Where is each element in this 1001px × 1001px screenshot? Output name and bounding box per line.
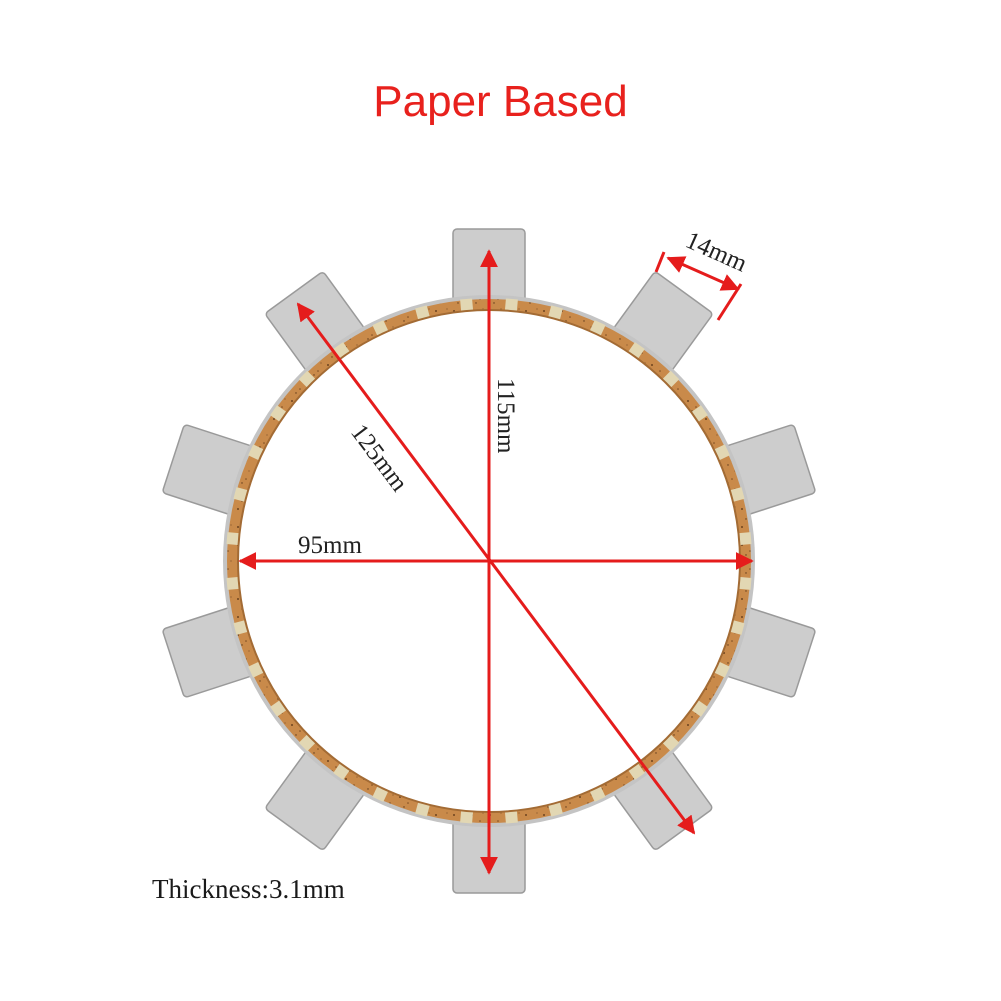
page-title: Paper Based	[373, 77, 628, 126]
inner-diameter-label: 95mm	[298, 532, 362, 559]
tab-width-ext-right	[716, 283, 743, 321]
tab-width-ext-left	[654, 251, 666, 273]
tab-diameter-label: 115mm	[492, 378, 519, 454]
tab-width-arrow	[666, 256, 740, 291]
thickness-label: Thickness:3.1mm	[152, 874, 345, 904]
